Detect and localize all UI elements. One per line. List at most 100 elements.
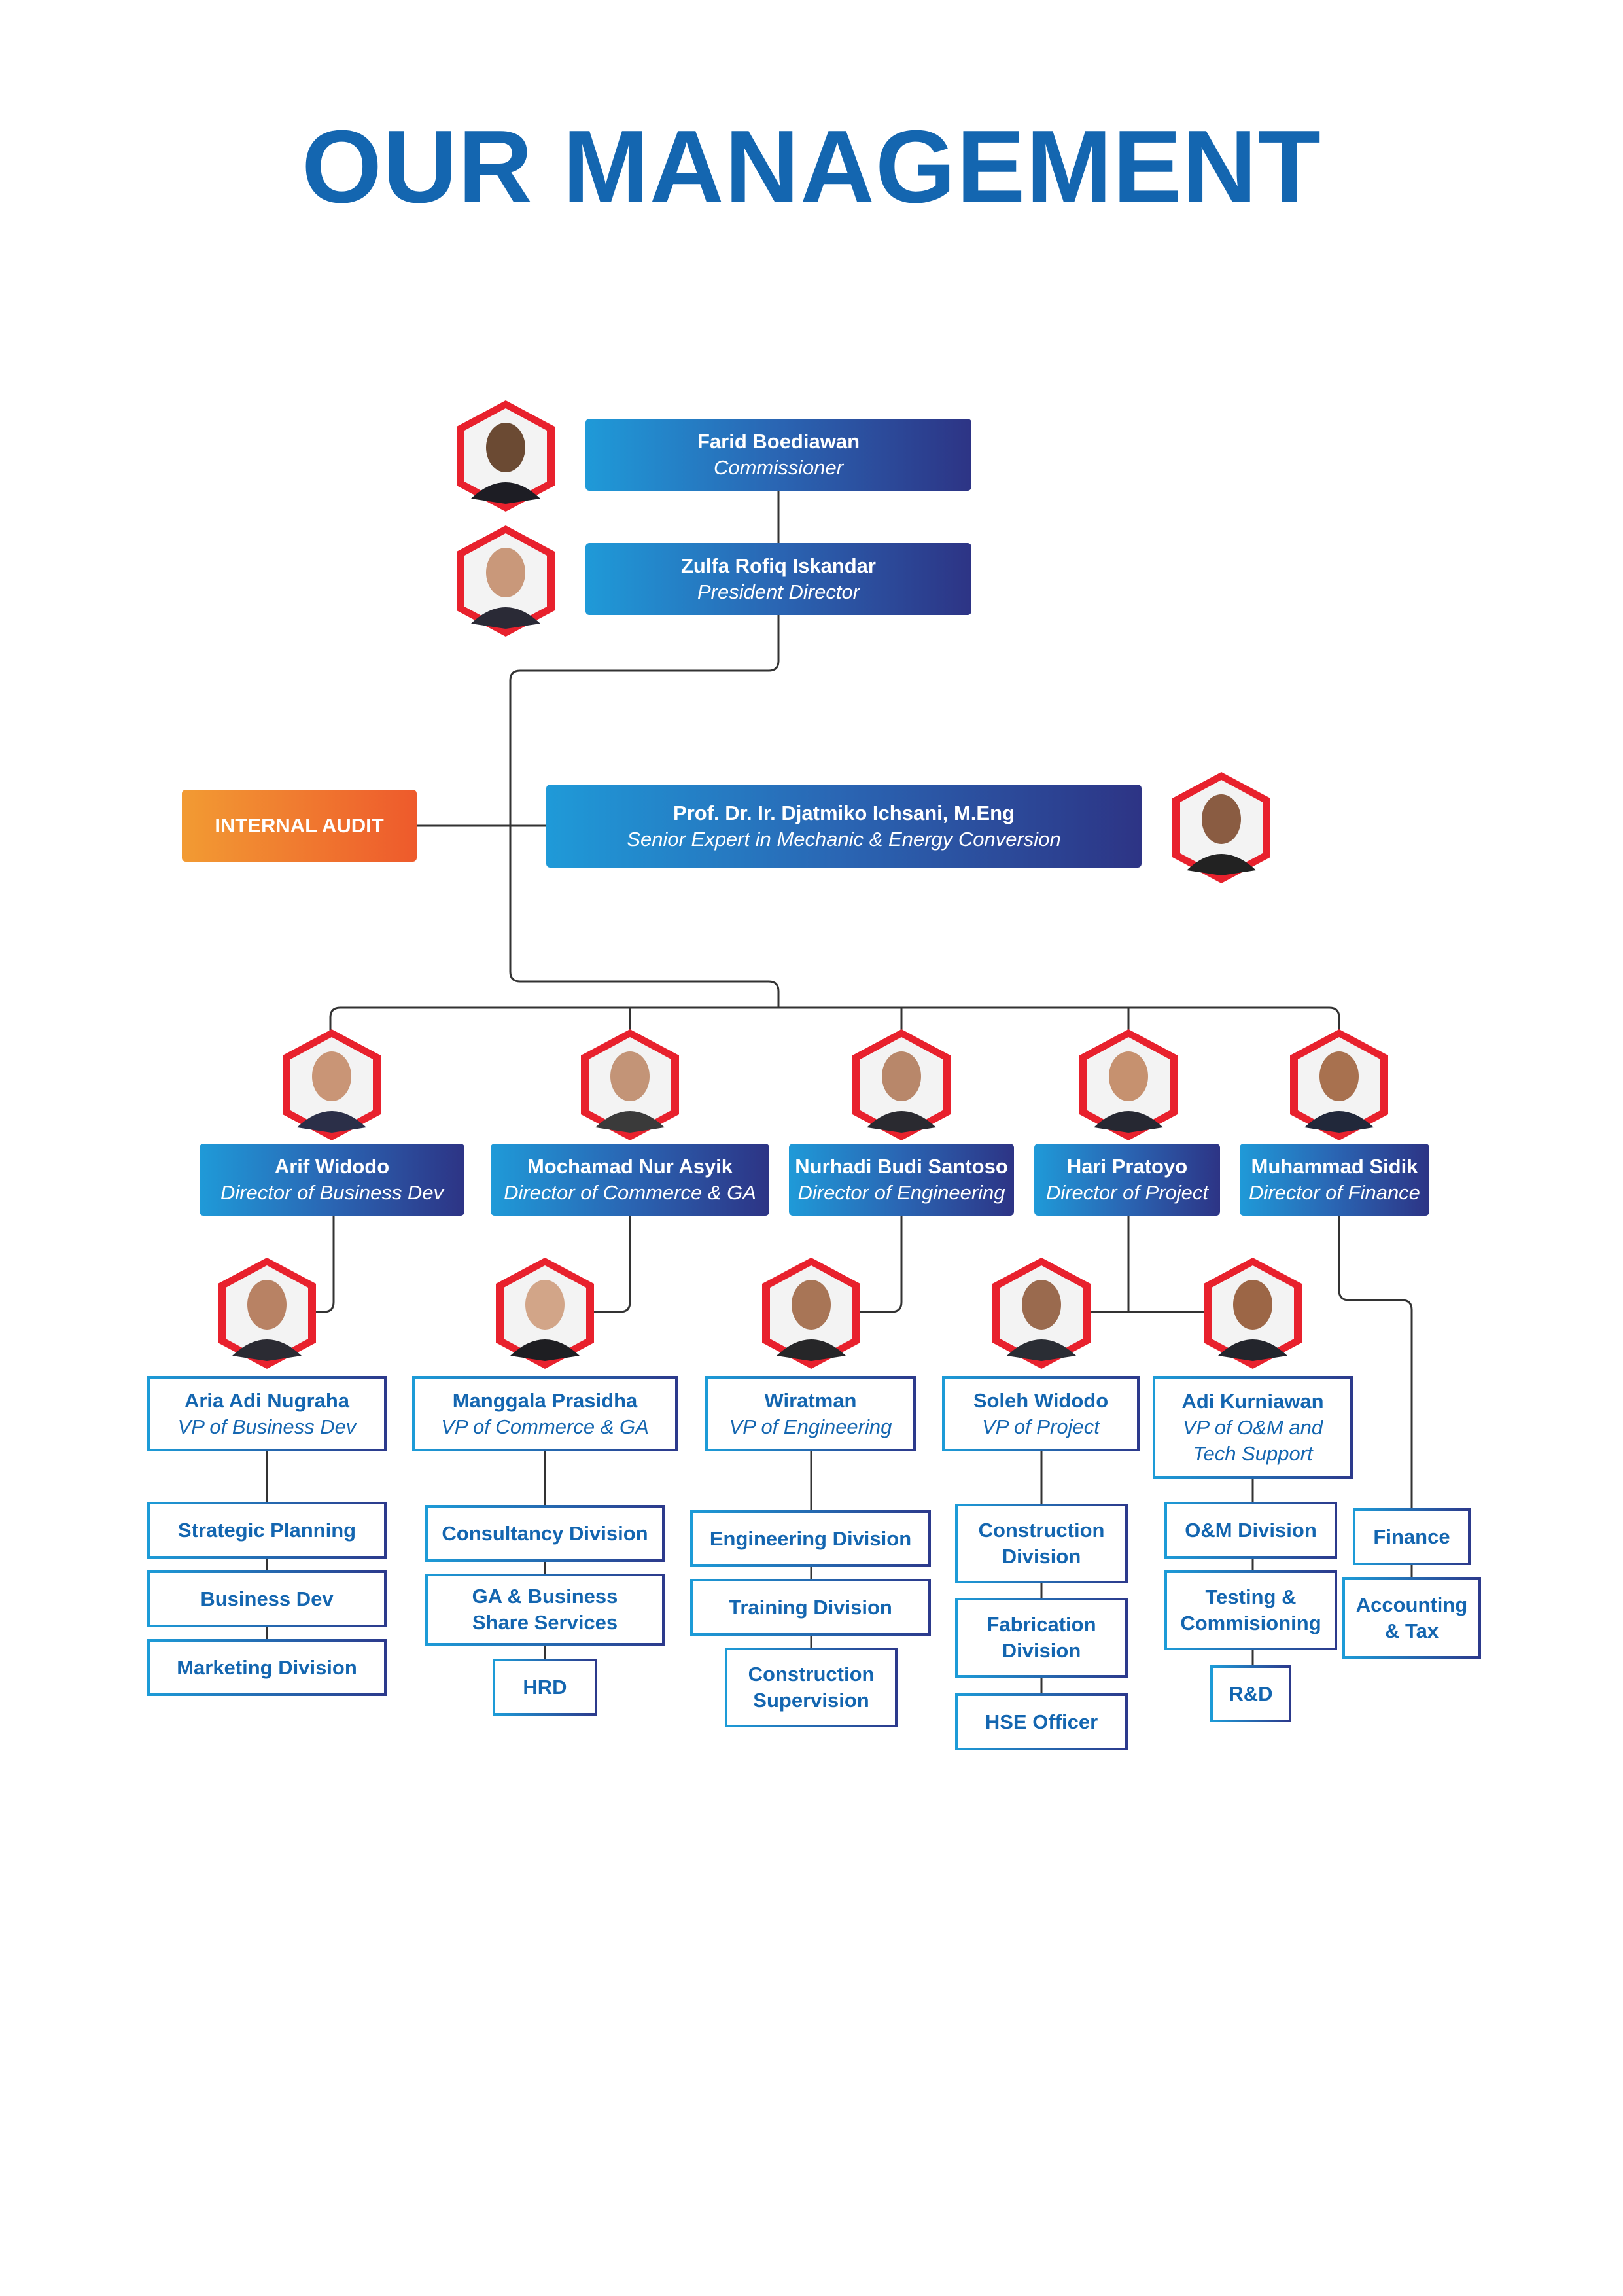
division-box: Business Dev <box>147 1570 387 1627</box>
person-role: Director of Finance <box>1249 1181 1420 1204</box>
director-box: Nurhadi Budi Santoso Director of Enginee… <box>789 1144 1014 1216</box>
division-box: Construction Supervision <box>725 1648 898 1727</box>
person-photo-icon <box>762 1258 860 1369</box>
division-box: Marketing Division <box>147 1639 387 1696</box>
page-title: OUR MANAGEMENT <box>302 109 1321 224</box>
person-photo-icon <box>1079 1029 1178 1140</box>
person-photo-icon <box>457 400 555 512</box>
vp-photo <box>496 1258 594 1369</box>
person-role: VP of Commerce & GA <box>441 1415 649 1438</box>
person-name: Prof. Dr. Ir. Djatmiko Ichsani, M.Eng <box>673 801 1015 824</box>
director-box: Mochamad Nur Asyik Director of Commerce … <box>491 1144 769 1216</box>
person-name: Adi Kurniawan <box>1181 1389 1324 1413</box>
division-label: Supervision <box>753 1689 869 1712</box>
person-role: VP of O&M and <box>1182 1415 1323 1439</box>
division-box: Training Division <box>690 1579 931 1636</box>
division-box: Consultancy Division <box>425 1505 665 1562</box>
director-photo <box>1079 1029 1178 1140</box>
division-label: Finance <box>1373 1525 1450 1548</box>
director-photo <box>581 1029 679 1140</box>
person-name: Mochamad Nur Asyik <box>527 1155 733 1178</box>
person-photo-icon <box>581 1029 679 1140</box>
division-label: HSE Officer <box>985 1710 1098 1733</box>
division-box: R&D <box>1210 1665 1291 1722</box>
division-label: & Tax <box>1384 1619 1439 1642</box>
person-photo-icon <box>457 525 555 637</box>
person-role: Commissioner <box>713 456 844 479</box>
division-label: Training Division <box>729 1595 892 1619</box>
person-name: Zulfa Rofiq Iskandar <box>681 554 876 577</box>
person-photo-icon <box>496 1258 594 1369</box>
person-role: Director of Project <box>1045 1181 1209 1204</box>
division-label: Engineering Division <box>709 1527 912 1550</box>
director-photo <box>852 1029 951 1140</box>
director-photo <box>283 1029 381 1140</box>
division-box: Construction Division <box>955 1504 1128 1583</box>
division-box: Finance <box>1353 1508 1471 1565</box>
division-label: Division <box>1002 1639 1081 1662</box>
division-label: Share Services <box>472 1611 618 1634</box>
person-role: Director of Commerce & GA <box>504 1181 756 1204</box>
division-box: Strategic Planning <box>147 1502 387 1559</box>
division-box: GA & Business Share Services <box>425 1574 665 1646</box>
person-photo-icon <box>1290 1029 1388 1140</box>
person-photo-icon <box>992 1258 1091 1369</box>
person-name: Aria Adi Nugraha <box>184 1388 350 1412</box>
division-label: Marketing Division <box>177 1655 357 1679</box>
senior-expert-photo <box>1172 772 1270 883</box>
person-role: President Director <box>697 580 860 603</box>
person-name: Hari Pratoyo <box>1066 1155 1188 1178</box>
division-label: Accounting <box>1355 1593 1468 1616</box>
internal-audit-box: INTERNAL AUDIT <box>182 790 417 862</box>
person-photo-icon <box>1172 772 1270 883</box>
division-label: Construction <box>748 1663 875 1686</box>
division-label: Consultancy Division <box>442 1521 648 1545</box>
person-role: Tech Support <box>1193 1441 1313 1465</box>
division-box: HSE Officer <box>955 1693 1128 1750</box>
person-photo-icon <box>218 1258 316 1369</box>
president-director-box: Zulfa Rofiq Iskandar President Director <box>585 543 971 615</box>
person-role: Director of Engineering <box>797 1181 1005 1204</box>
division-box: O&M Division <box>1164 1502 1337 1559</box>
director-box: Muhammad Sidik Director of Finance <box>1240 1144 1429 1216</box>
division-label: Business Dev <box>200 1587 334 1610</box>
division-label: O&M Division <box>1185 1518 1317 1542</box>
person-name: Nurhadi Budi Santoso <box>795 1155 1008 1178</box>
person-name: Muhammad Sidik <box>1251 1155 1418 1178</box>
internal-audit-label: INTERNAL AUDIT <box>215 814 384 837</box>
person-role: Director of Business Dev <box>220 1181 444 1204</box>
director-box: Hari Pratoyo Director of Project <box>1034 1144 1220 1216</box>
division-box: Testing & Commisioning <box>1164 1570 1337 1650</box>
division-box: Fabrication Division <box>955 1598 1128 1678</box>
division-label: Construction <box>978 1519 1105 1542</box>
vp-box: Soleh Widodo VP of Project <box>942 1376 1140 1451</box>
vp-photo <box>1204 1258 1302 1369</box>
division-box: Engineering Division <box>690 1510 931 1567</box>
division-label: Testing & <box>1205 1585 1297 1608</box>
division-label: Division <box>1002 1545 1081 1568</box>
division-box: Accounting & Tax <box>1342 1577 1481 1659</box>
division-label: Fabrication <box>986 1613 1096 1636</box>
vp-box: Aria Adi Nugraha VP of Business Dev <box>147 1376 387 1451</box>
division-box: HRD <box>493 1659 597 1716</box>
vp-box: Wiratman VP of Engineering <box>705 1376 916 1451</box>
person-name: Wiratman <box>764 1388 857 1412</box>
division-label: Commisioning <box>1180 1612 1321 1634</box>
person-name: Manggala Prasidha <box>452 1388 638 1412</box>
vp-photo <box>762 1258 860 1369</box>
division-label: R&D <box>1229 1682 1273 1705</box>
person-name: Arif Widodo <box>274 1155 390 1178</box>
person-photo-icon <box>1204 1258 1302 1369</box>
commissioner-box: Farid Boediawan Commissioner <box>585 419 971 491</box>
director-box: Arif Widodo Director of Business Dev <box>200 1144 464 1216</box>
person-name: Soleh Widodo <box>973 1388 1109 1412</box>
senior-expert-box: Prof. Dr. Ir. Djatmiko Ichsani, M.Eng Se… <box>546 785 1142 868</box>
division-label: HRD <box>523 1675 567 1699</box>
person-photo-icon <box>852 1029 951 1140</box>
person-role: VP of Project <box>982 1415 1100 1438</box>
director-photo <box>1290 1029 1388 1140</box>
vp-box: Manggala Prasidha VP of Commerce & GA <box>412 1376 678 1451</box>
person-role: Senior Expert in Mechanic & Energy Conve… <box>627 827 1061 851</box>
person-role: VP of Business Dev <box>177 1415 357 1438</box>
division-label: GA & Business <box>472 1585 618 1608</box>
